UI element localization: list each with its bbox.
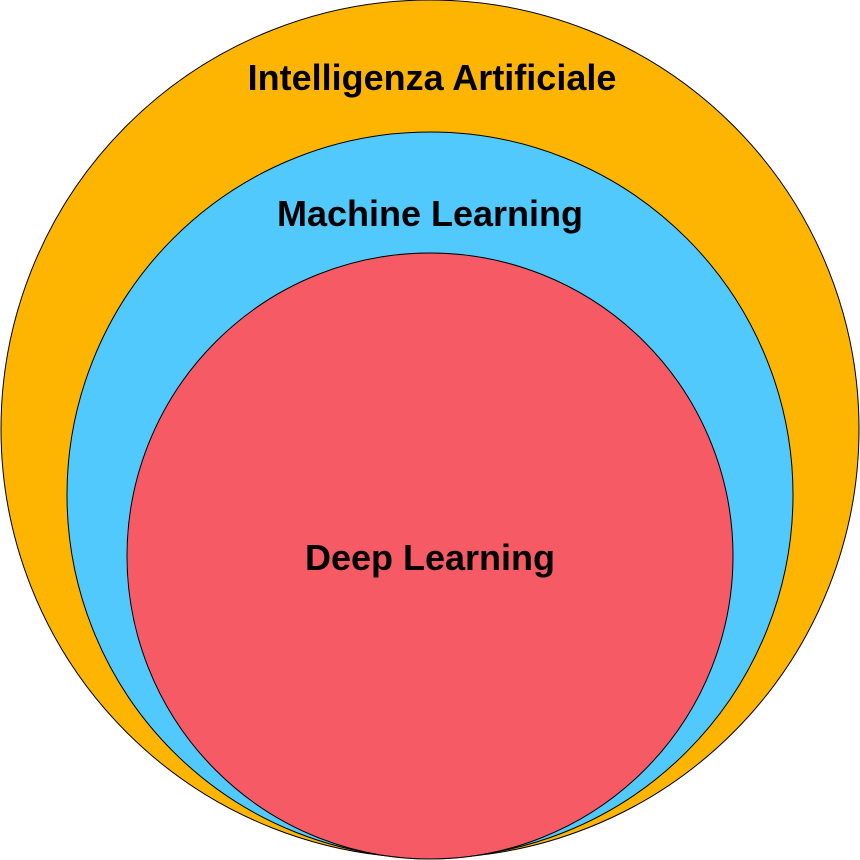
ring-dl <box>126 252 734 860</box>
label-ai: Intelligenza Artificiale <box>248 57 617 98</box>
label-ml: Machine Learning <box>277 193 583 234</box>
label-dl: Deep Learning <box>305 537 555 578</box>
